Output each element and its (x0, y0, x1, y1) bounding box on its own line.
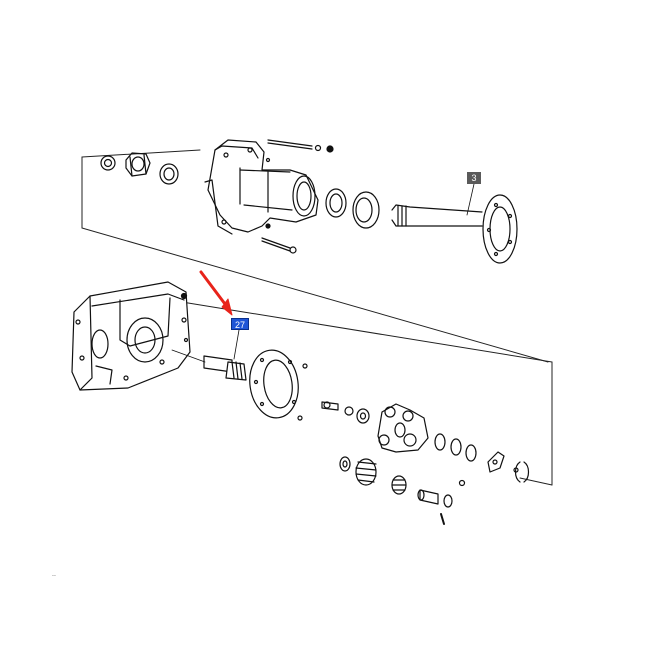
cross-pin (417, 489, 439, 505)
callout-27-leader (233, 329, 240, 360)
lower-assembly-frame (181, 301, 553, 486)
lower-washer (356, 408, 370, 424)
callout-part-3[interactable]: 3 (467, 172, 481, 184)
upper-washer-left (100, 155, 116, 171)
needle-bearing (391, 475, 407, 495)
upper-seal-ring (159, 163, 179, 185)
highlight-arrow (199, 270, 233, 316)
lower-nut (344, 406, 354, 416)
differential-carrier (377, 403, 429, 453)
axle-housing (204, 139, 319, 235)
spur-gear (355, 458, 377, 486)
ring-gear-cover (249, 349, 308, 421)
lower-bolt (321, 401, 339, 411)
thrust-washer (339, 456, 351, 472)
pinion-shaft (203, 355, 247, 381)
lock-washer (440, 494, 453, 525)
transmission-case (71, 281, 191, 391)
upper-bearing (325, 188, 347, 218)
lower-stud-bolt (261, 237, 297, 254)
retaining-plate (458, 451, 505, 487)
callout-part-27[interactable]: 27 (231, 318, 249, 330)
upper-stud-bolt (267, 139, 334, 153)
case-leader (171, 349, 206, 363)
footnote-mark: .. (52, 571, 56, 578)
callout-3-leader (466, 183, 475, 216)
upper-oil-seal (352, 191, 380, 229)
upper-castle-nut (125, 152, 151, 177)
snap-ring (513, 461, 530, 483)
o-ring-set (434, 433, 477, 462)
axle-shaft (391, 194, 518, 264)
